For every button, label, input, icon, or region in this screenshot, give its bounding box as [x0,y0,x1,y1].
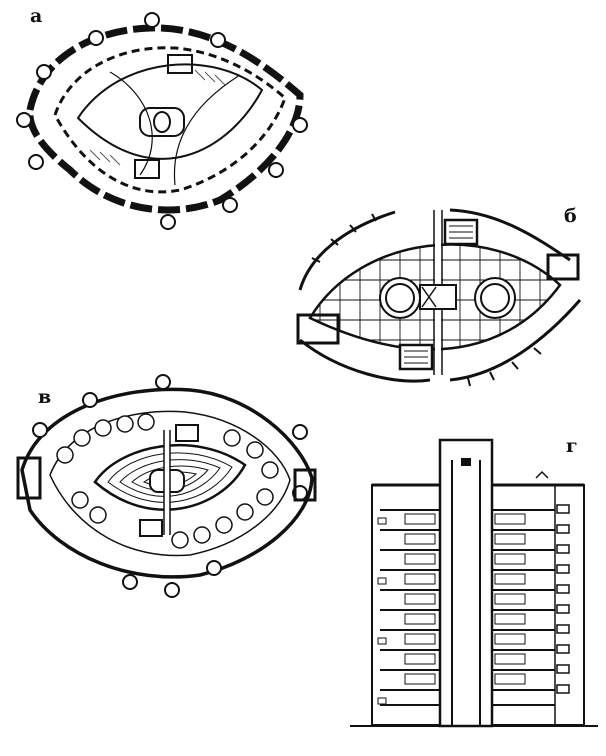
windows-g [404,513,526,685]
panel-label-b: б [564,205,577,227]
panel-label-v: в [38,386,51,408]
tree-circles-v [56,413,279,549]
left-facade-g [377,517,387,705]
courtyard-outline-a [76,63,264,160]
stair-core-a1 [167,54,193,74]
outer-wall-b [298,208,582,383]
panel-label-a: а [30,5,42,27]
stair-core-v2 [139,519,163,537]
corridor-hatching-a [89,69,226,166]
stair-core-a2 [134,159,160,179]
panel-a: а [16,5,308,230]
balcony-circles-v [32,374,308,598]
ring-outer-a [26,24,304,214]
stair-core-b1 [443,218,479,246]
ring-outer-v [20,387,314,579]
balcony-circles-a [16,12,308,230]
panel-g: г [350,435,598,728]
central-pavilion-a [139,107,185,137]
facade-balconies-g [556,504,570,694]
central-feature-b [419,284,457,310]
round-planters-b [379,277,516,319]
stair-core-b2 [398,343,434,371]
floor-slabs-g [380,509,555,706]
central-tower-g [438,438,494,728]
panel-b: б [296,205,582,387]
stair-core-v1 [175,424,199,442]
panel-v: в [16,374,317,598]
panel-label-g: г [566,435,578,457]
